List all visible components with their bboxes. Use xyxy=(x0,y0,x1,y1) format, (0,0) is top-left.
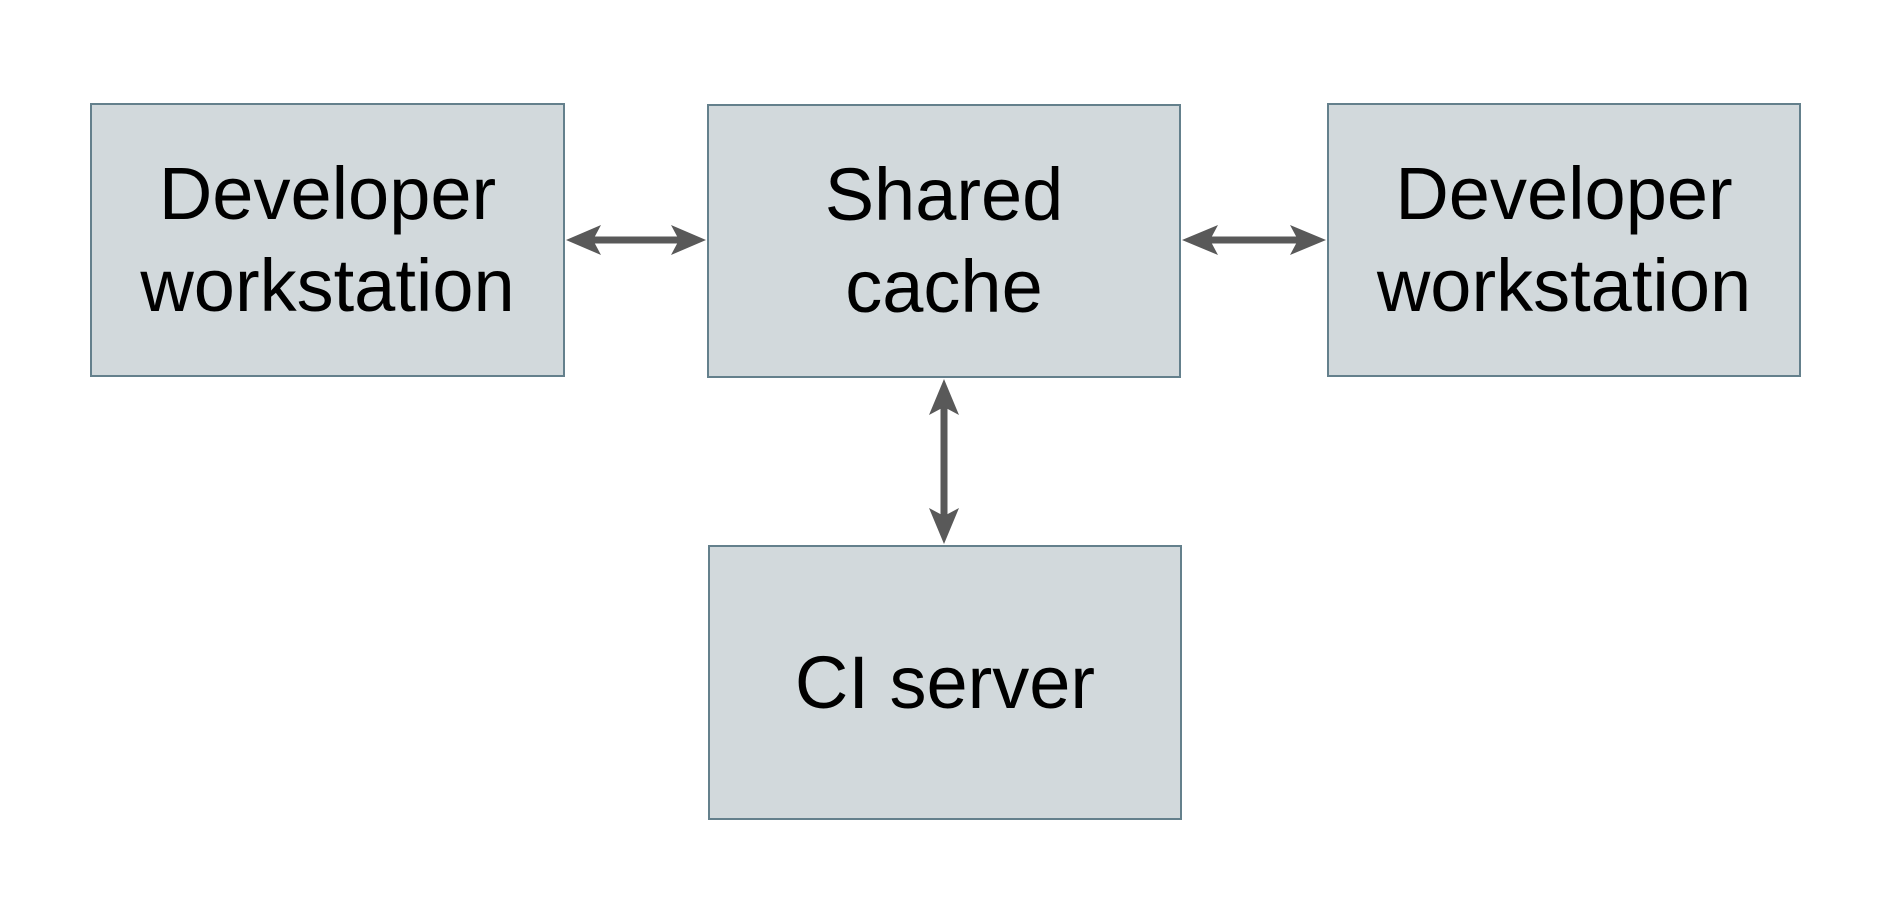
node-label: Shared cache xyxy=(824,153,1064,328)
double-arrow-vertical-icon xyxy=(929,379,959,544)
arrow-shared-cache-workstation-right xyxy=(1181,220,1327,260)
arrow-workstation-left-shared-cache xyxy=(565,220,707,260)
node-ci-server: CI server xyxy=(708,545,1182,820)
arrow-shaft xyxy=(940,405,948,518)
node-developer-workstation-left: Developer workstation xyxy=(90,103,565,377)
arrowhead-right xyxy=(671,225,706,255)
arrow-shaft xyxy=(591,236,681,244)
node-shared-cache: Shared cache xyxy=(707,104,1181,378)
arrowhead-left xyxy=(1182,225,1218,255)
node-developer-workstation-right: Developer workstation xyxy=(1327,103,1801,377)
arrowhead-top xyxy=(929,379,959,415)
double-arrow-horizontal-icon xyxy=(1182,225,1326,255)
arrowhead-right xyxy=(1290,225,1326,255)
arrowhead-bottom xyxy=(929,508,959,544)
double-arrow-horizontal-icon xyxy=(566,225,706,255)
node-label: Developer workstation xyxy=(1376,152,1752,327)
node-label: CI server xyxy=(794,640,1096,724)
arrowhead-left xyxy=(566,225,601,255)
arrow-shared-cache-ci-server xyxy=(924,378,964,545)
node-label: Developer workstation xyxy=(140,152,515,327)
arrow-shaft xyxy=(1208,236,1300,244)
